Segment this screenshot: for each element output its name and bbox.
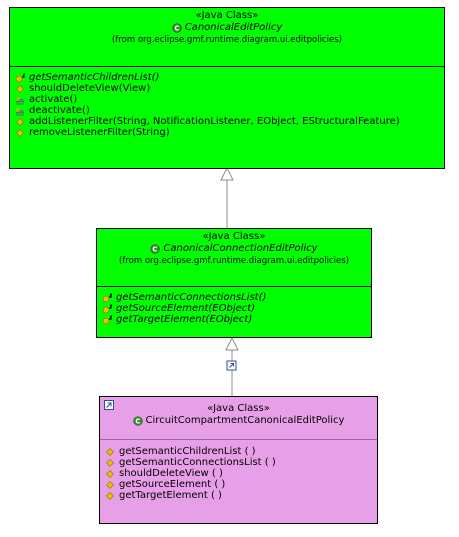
- class-name: CircuitCompartmentCanonicalEditPolicy: [145, 415, 345, 426]
- class-header: «Java Class» C CircuitCompartmentCanonic…: [100, 397, 377, 440]
- svg-text:C: C: [135, 418, 140, 426]
- public-method-icon: [15, 84, 25, 94]
- class-header: «Java Class» C CanonicalConnectionEditPo…: [97, 229, 371, 287]
- operation-label: getTargetElement(EObject): [116, 314, 253, 325]
- overridden-method-icon: [15, 106, 25, 116]
- operations-compartment: getSemanticChildrenList ( )getSemanticCo…: [100, 440, 377, 501]
- operation-label: shouldDeleteView(View): [29, 83, 151, 94]
- stereotype-label: «Java Class»: [202, 231, 266, 242]
- operation-row[interactable]: getSourceElement ( ): [105, 479, 377, 490]
- class-canonical-connection-edit-policy[interactable]: «Java Class» C CanonicalConnectionEditPo…: [96, 228, 372, 338]
- class-name: CanonicalEditPolicy: [184, 22, 283, 33]
- abstract-method-icon: A: [15, 73, 25, 83]
- abstract-method-icon: A: [102, 315, 112, 325]
- operation-row[interactable]: addListenerFilter(String, NotificationLi…: [15, 116, 444, 127]
- operation-label: addListenerFilter(String, NotificationLi…: [29, 116, 400, 127]
- stereotype-label: «Java Class»: [207, 403, 270, 414]
- protected-method-icon: [105, 491, 115, 501]
- operation-row[interactable]: shouldDeleteView ( ): [105, 468, 377, 479]
- abstract-method-icon: A: [102, 304, 112, 314]
- operation-label: getSourceElement ( ): [119, 479, 226, 490]
- operation-label: deactivate(): [29, 105, 90, 116]
- operation-label: shouldDeleteView ( ): [119, 468, 223, 479]
- class-icon: C: [150, 244, 161, 254]
- operation-label: removeListenerFilter(String): [29, 127, 170, 138]
- class-name: CanonicalConnectionEditPolicy: [163, 243, 318, 254]
- generalization-arrowhead-2: [225, 336, 239, 351]
- class-icon: C: [132, 416, 143, 426]
- operation-label: getSourceElement(EObject): [116, 303, 256, 314]
- operation-label: getSemanticConnectionsList ( ): [119, 457, 276, 468]
- svg-text:A: A: [22, 73, 25, 80]
- public-method-icon: [15, 117, 25, 127]
- svg-text:A: A: [109, 304, 112, 311]
- svg-text:C: C: [153, 246, 158, 254]
- class-circuit-compartment-canonical-edit-policy[interactable]: «Java Class» C CircuitCompartmentCanonic…: [99, 396, 378, 524]
- shortcut-icon: [104, 400, 114, 410]
- svg-text:A: A: [109, 293, 112, 300]
- operation-row[interactable]: activate(): [15, 94, 444, 105]
- operation-label: getSemanticChildrenList ( ): [119, 446, 256, 457]
- class-icon: C: [172, 23, 182, 33]
- operation-row[interactable]: getTargetElement ( ): [105, 490, 377, 501]
- protected-method-icon: [105, 447, 115, 457]
- svg-text:A: A: [109, 315, 112, 322]
- class-canonical-edit-policy[interactable]: «Java Class» C CanonicalEditPolicy (from…: [9, 7, 445, 169]
- stereotype-label: «Java Class»: [195, 10, 259, 21]
- operation-row[interactable]: getSemanticChildrenList ( ): [105, 446, 377, 457]
- operation-row[interactable]: getSemanticConnectionsList ( ): [105, 457, 377, 468]
- package-label: (from org.eclipse.gmf.runtime.diagram.ui…: [119, 256, 349, 266]
- abstract-method-icon: A: [102, 293, 112, 303]
- protected-method-icon: [105, 458, 115, 468]
- public-method-icon: [15, 128, 25, 138]
- operation-label: getTargetElement ( ): [119, 490, 222, 501]
- protected-method-icon: [105, 469, 115, 479]
- operation-row[interactable]: shouldDeleteView(View): [15, 83, 444, 94]
- generalization-arrowhead-1: [220, 166, 234, 181]
- svg-text:C: C: [174, 25, 179, 33]
- shortcut-marker-icon: [226, 360, 237, 371]
- operation-label: activate(): [29, 94, 78, 105]
- class-header: «Java Class» C CanonicalEditPolicy (from…: [10, 8, 444, 67]
- package-label: (from org.eclipse.gmf.runtime.diagram.ui…: [112, 35, 342, 45]
- operation-label: getSemanticChildrenList(): [29, 72, 160, 83]
- protected-method-icon: [105, 480, 115, 490]
- operation-label: getSemanticConnectionsList(): [116, 292, 267, 303]
- operation-row[interactable]: deactivate(): [15, 105, 444, 116]
- operation-row[interactable]: removeListenerFilter(String): [15, 127, 444, 138]
- overridden-method-icon: [15, 95, 25, 105]
